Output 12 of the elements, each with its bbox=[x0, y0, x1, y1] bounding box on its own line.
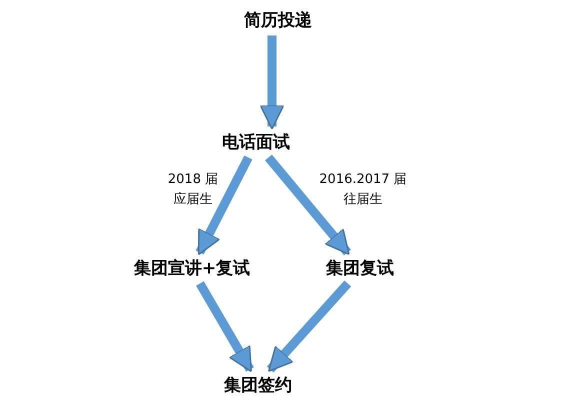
edge-label: 2016.2017 届往届生 bbox=[318, 171, 408, 209]
arrow bbox=[266, 280, 352, 373]
arrow bbox=[196, 281, 254, 372]
arrow bbox=[265, 154, 351, 256]
step-label: 简历投递 bbox=[240, 6, 316, 34]
step-label: 集团复试 bbox=[322, 254, 398, 282]
step-label: 电话面试 bbox=[218, 128, 294, 156]
step-label: 集团签约 bbox=[220, 372, 296, 398]
edge-label: 2018 届应届生 bbox=[166, 171, 220, 209]
step-label: 集团宣讲+复试 bbox=[130, 254, 254, 282]
arrow bbox=[196, 155, 252, 256]
arrow bbox=[260, 36, 284, 130]
